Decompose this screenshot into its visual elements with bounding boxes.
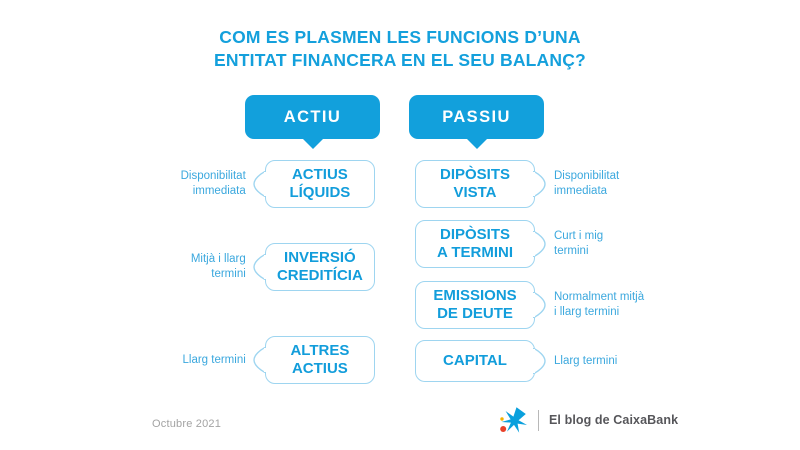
box-label-line-1: EMISSIONS <box>433 287 517 304</box>
page-title: COM ES PLASMEN LES FUNCIONS D’UNA ENTITA… <box>0 26 800 72</box>
list-item: Mitjà i llarg termini INVERSIÓ CREDITÍCI… <box>155 243 375 291</box>
box-label-line-1: CAPITAL <box>443 352 507 369</box>
box-emissions-de-deute[interactable]: EMISSIONS DE DEUTE <box>415 281 547 329</box>
list-item: DIPÒSITS A TERMINI Curt i mig termini <box>415 220 675 268</box>
notch-right-icon <box>533 231 547 257</box>
list-item: Llarg termini ALTRES ACTIUS <box>155 336 375 384</box>
box-label-line-2: ACTIUS <box>291 360 348 377</box>
side-label-emissions-de-deute: Normalment mitjà i llarg termini <box>554 291 645 318</box>
list-item: EMISSIONS DE DEUTE Normalment mitjà i ll… <box>415 281 685 329</box>
column-header-actiu: ACTIU <box>245 95 380 149</box>
box-actius-liquids[interactable]: ACTIUS LÍQUIDS <box>253 160 375 208</box>
list-item: Disponibilitat immediata ACTIUS LÍQUIDS <box>155 160 375 208</box>
column-header-actiu-label: ACTIU <box>283 107 342 126</box>
list-item: CAPITAL Llarg termini <box>415 340 675 382</box>
notch-left-icon <box>253 254 267 280</box>
notch-right-icon <box>533 171 547 197</box>
column-header-passiu-label: PASSIU <box>442 107 511 126</box>
box-altres-actius[interactable]: ALTRES ACTIUS <box>253 336 375 384</box>
box-label-line-2: VISTA <box>453 184 497 201</box>
column-header-passiu: PASSIU <box>409 95 544 149</box>
side-label-diposits-a-termini: Curt i mig termini <box>554 230 604 257</box>
side-label-capital: Llarg termini <box>554 354 618 367</box>
page-title-line-2: ENTITAT FINANCERA EN EL SEU BALANÇ? <box>214 50 586 70</box>
box-label-line-1: DIPÒSITS <box>439 226 510 243</box>
box-label-line-1: ACTIUS <box>291 166 348 183</box>
list-item: DIPÒSITS VISTA Disponibilitat immediata <box>415 160 675 208</box>
caixabank-star-icon <box>500 407 527 433</box>
box-inversio-crediticia[interactable]: INVERSIÓ CREDITÍCIA <box>253 243 375 291</box>
box-label-line-2: A TERMINI <box>436 244 514 261</box>
box-diposits-vista[interactable]: DIPÒSITS VISTA <box>415 160 547 208</box>
brand-lockup: El blog de CaixaBank <box>496 405 678 435</box>
side-label-inversio-crediticia: Mitjà i llarg termini <box>190 253 246 280</box>
side-label-altres-actius: Llarg termini <box>182 353 246 366</box>
box-label-line-1: DIPÒSITS <box>439 166 510 183</box>
box-label-line-2: DE DEUTE <box>437 305 513 322</box>
box-diposits-a-termini[interactable]: DIPÒSITS A TERMINI <box>415 220 547 268</box>
side-label-actius-liquids: Disponibilitat immediata <box>180 170 246 197</box>
notch-right-icon <box>533 292 547 318</box>
notch-right-icon <box>533 348 547 374</box>
notch-left-icon <box>253 347 267 373</box>
footer-date: Octubre 2021 <box>152 418 222 430</box>
box-label-line-2: LÍQUIDS <box>289 184 351 201</box>
box-label-line-2: CREDITÍCIA <box>276 267 363 284</box>
brand-text: El blog de CaixaBank <box>549 413 679 427</box>
page-title-line-1: COM ES PLASMEN LES FUNCIONS D’UNA <box>219 27 581 47</box>
side-label-diposits-vista: Disponibilitat immediata <box>554 170 620 197</box>
box-label-line-1: INVERSIÓ <box>284 249 356 266</box>
brand-divider <box>538 409 539 431</box>
notch-left-icon <box>253 171 267 197</box>
box-capital[interactable]: CAPITAL <box>415 340 547 382</box>
box-label-line-1: ALTRES <box>290 342 350 359</box>
